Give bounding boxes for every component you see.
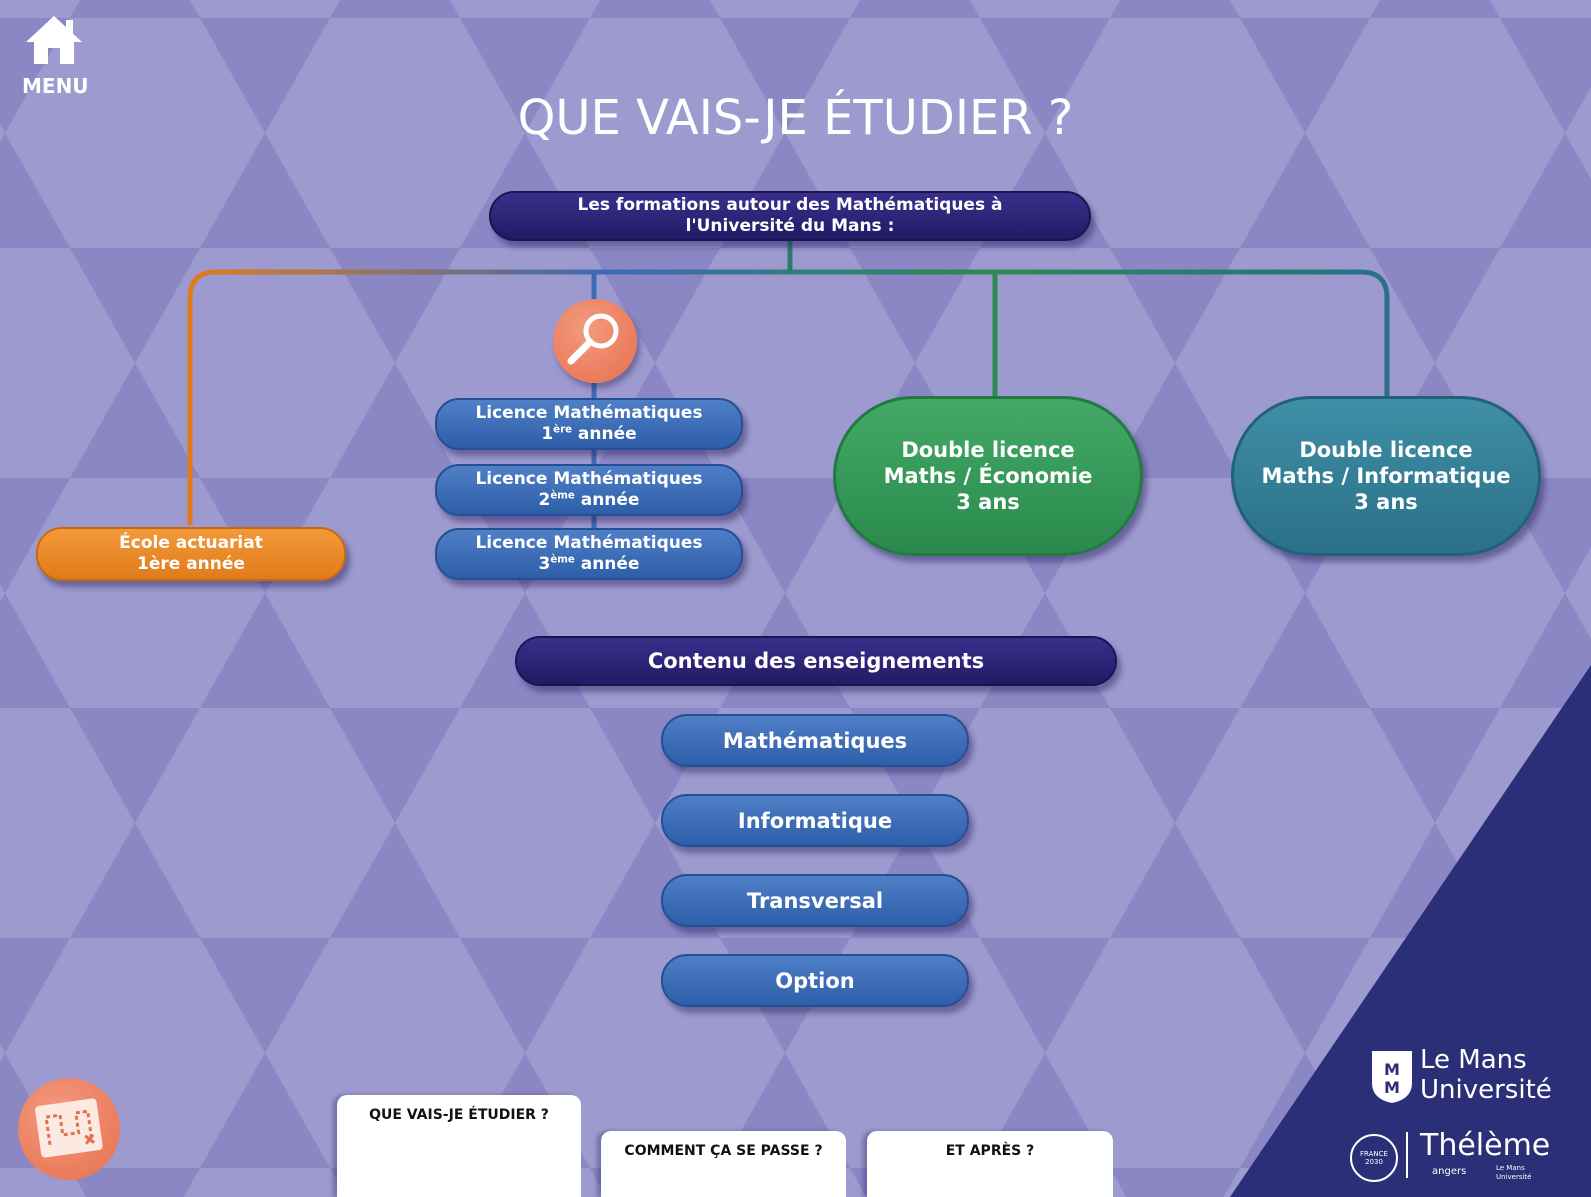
licence-math-1[interactable]: Licence Mathématiques 1ère année [435, 398, 743, 450]
svg-text:M: M [1384, 1060, 1400, 1079]
licence-math-2-title: Licence Mathématiques [475, 468, 703, 489]
double-info-line1: Double licence [1299, 437, 1473, 462]
ecole-actuariat-year: 1ère année [137, 554, 245, 574]
licence-math-1-num: 1 [541, 424, 554, 444]
brand-univ-line1: Le Mans [1420, 1045, 1527, 1075]
france-2030-logo: FRANCE 2030 [1350, 1134, 1398, 1182]
brand-univ-line2: Université [1420, 1075, 1552, 1105]
licence-math-1-title: Licence Mathématiques [475, 402, 703, 423]
contenu-informatique-button[interactable]: Informatique [661, 794, 969, 847]
licence-math-2[interactable]: Licence Mathématiques 2ème année [435, 464, 743, 516]
double-eco-line2: Maths / Économie [883, 463, 1093, 488]
shield-icon: M M [1372, 1051, 1412, 1103]
search-button[interactable] [553, 299, 637, 383]
angers-logo: angers [1432, 1166, 1467, 1177]
page-title: QUE VAIS-JE ÉTUDIER ? [517, 90, 1074, 146]
ecole-actuariat[interactable]: École actuariat 1ère année [36, 527, 346, 581]
licence-math-1-year: année [577, 424, 637, 444]
ecole-actuariat-title: École actuariat [119, 532, 263, 553]
map-route-icon [35, 1098, 103, 1158]
map-route-button[interactable] [18, 1078, 120, 1180]
contenu-header: Contenu des enseignements [515, 636, 1117, 686]
menu-button[interactable]: MENU [18, 12, 90, 102]
lemans-small-line1: Le Mans [1496, 1164, 1525, 1172]
contenu-mathematiques-button[interactable]: Mathématiques [661, 714, 969, 767]
contenu-transversal-button[interactable]: Transversal [661, 874, 969, 927]
licence-math-3-year: année [580, 554, 640, 574]
licence-math-1-sup: ère [553, 424, 572, 436]
formations-header-line2: l'Université du Mans : [685, 216, 895, 236]
licence-math-2-num: 2 [538, 490, 551, 510]
double-eco-line3: 3 ans [956, 490, 1020, 515]
licence-math-3-title: Licence Mathématiques [475, 532, 703, 553]
lemans-small-logo: Le Mans Université [1496, 1164, 1531, 1182]
tab-et-apres[interactable]: ET APRÈS ? [867, 1131, 1113, 1197]
tab-comment-ca-se-passe[interactable]: COMMENT ÇA SE PASSE ? [601, 1131, 846, 1197]
licence-math-3-num: 3 [538, 554, 551, 574]
double-info-line2: Maths / Informatique [1261, 463, 1511, 488]
double-licence-eco[interactable]: Double licence Maths / Économie 3 ans [833, 396, 1143, 556]
corner-decoration [1230, 665, 1591, 1197]
tab-que-vais-je-etudier[interactable]: QUE VAIS-JE ÉTUDIER ? [337, 1095, 581, 1197]
double-eco-line1: Double licence [901, 437, 1075, 462]
menu-label: MENU [22, 74, 89, 98]
theleme-logo: Thélème [1420, 1128, 1551, 1163]
lemans-small-line2: Université [1496, 1172, 1532, 1181]
magnifier-icon [567, 313, 619, 365]
double-licence-info[interactable]: Double licence Maths / Informatique 3 an… [1231, 396, 1541, 556]
brand-divider [1406, 1132, 1408, 1178]
svg-text:M: M [1384, 1078, 1400, 1097]
licence-math-3[interactable]: Licence Mathématiques 3ème année [435, 528, 743, 580]
licence-math-2-sup: ème [550, 490, 575, 502]
licence-math-3-sup: ème [550, 554, 575, 566]
contenu-option-button[interactable]: Option [661, 954, 969, 1007]
formations-header-line1: Les formations autour des Mathématiques … [577, 194, 1003, 215]
home-icon [26, 16, 82, 64]
france2030-label: FRANCE 2030 [1360, 1150, 1388, 1166]
double-info-line3: 3 ans [1354, 490, 1418, 515]
le-mans-universite-logo: M M Le Mans Université [1370, 1045, 1580, 1105]
formations-header: Les formations autour des Mathématiques … [489, 191, 1091, 241]
licence-math-2-year: année [580, 490, 640, 510]
